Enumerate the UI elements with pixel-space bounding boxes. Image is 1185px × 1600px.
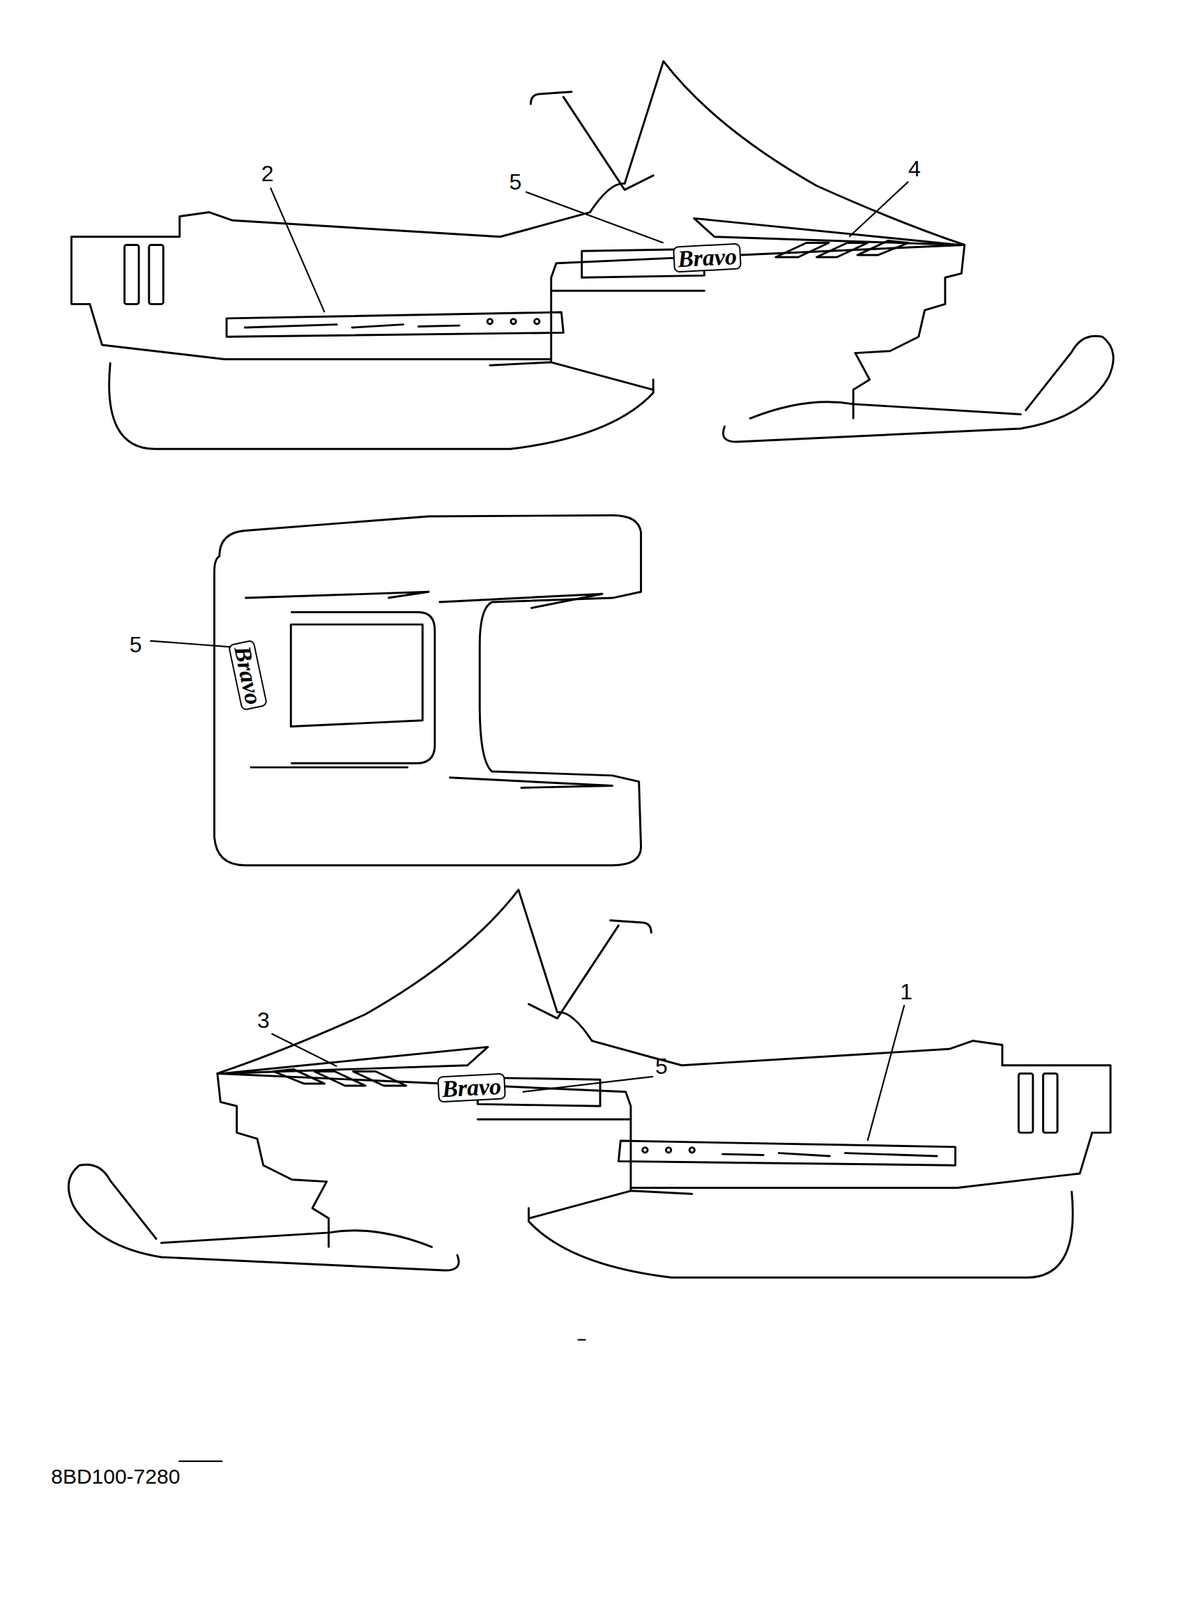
callout-number: 3: [257, 1009, 270, 1032]
callout-number: 5: [129, 633, 143, 656]
part-code: 8BD100-7280: [50, 1466, 180, 1488]
callout-number: 1: [899, 980, 913, 1004]
callout-number: 2: [261, 162, 274, 185]
decal-logo: Bravo: [672, 243, 742, 274]
decal-logo: Bravo: [227, 639, 268, 712]
decal-logo: Bravo: [437, 1072, 507, 1103]
callout-number: 5: [655, 1055, 668, 1078]
callout-number: 5: [509, 170, 523, 194]
callout-number: 4: [908, 157, 921, 180]
